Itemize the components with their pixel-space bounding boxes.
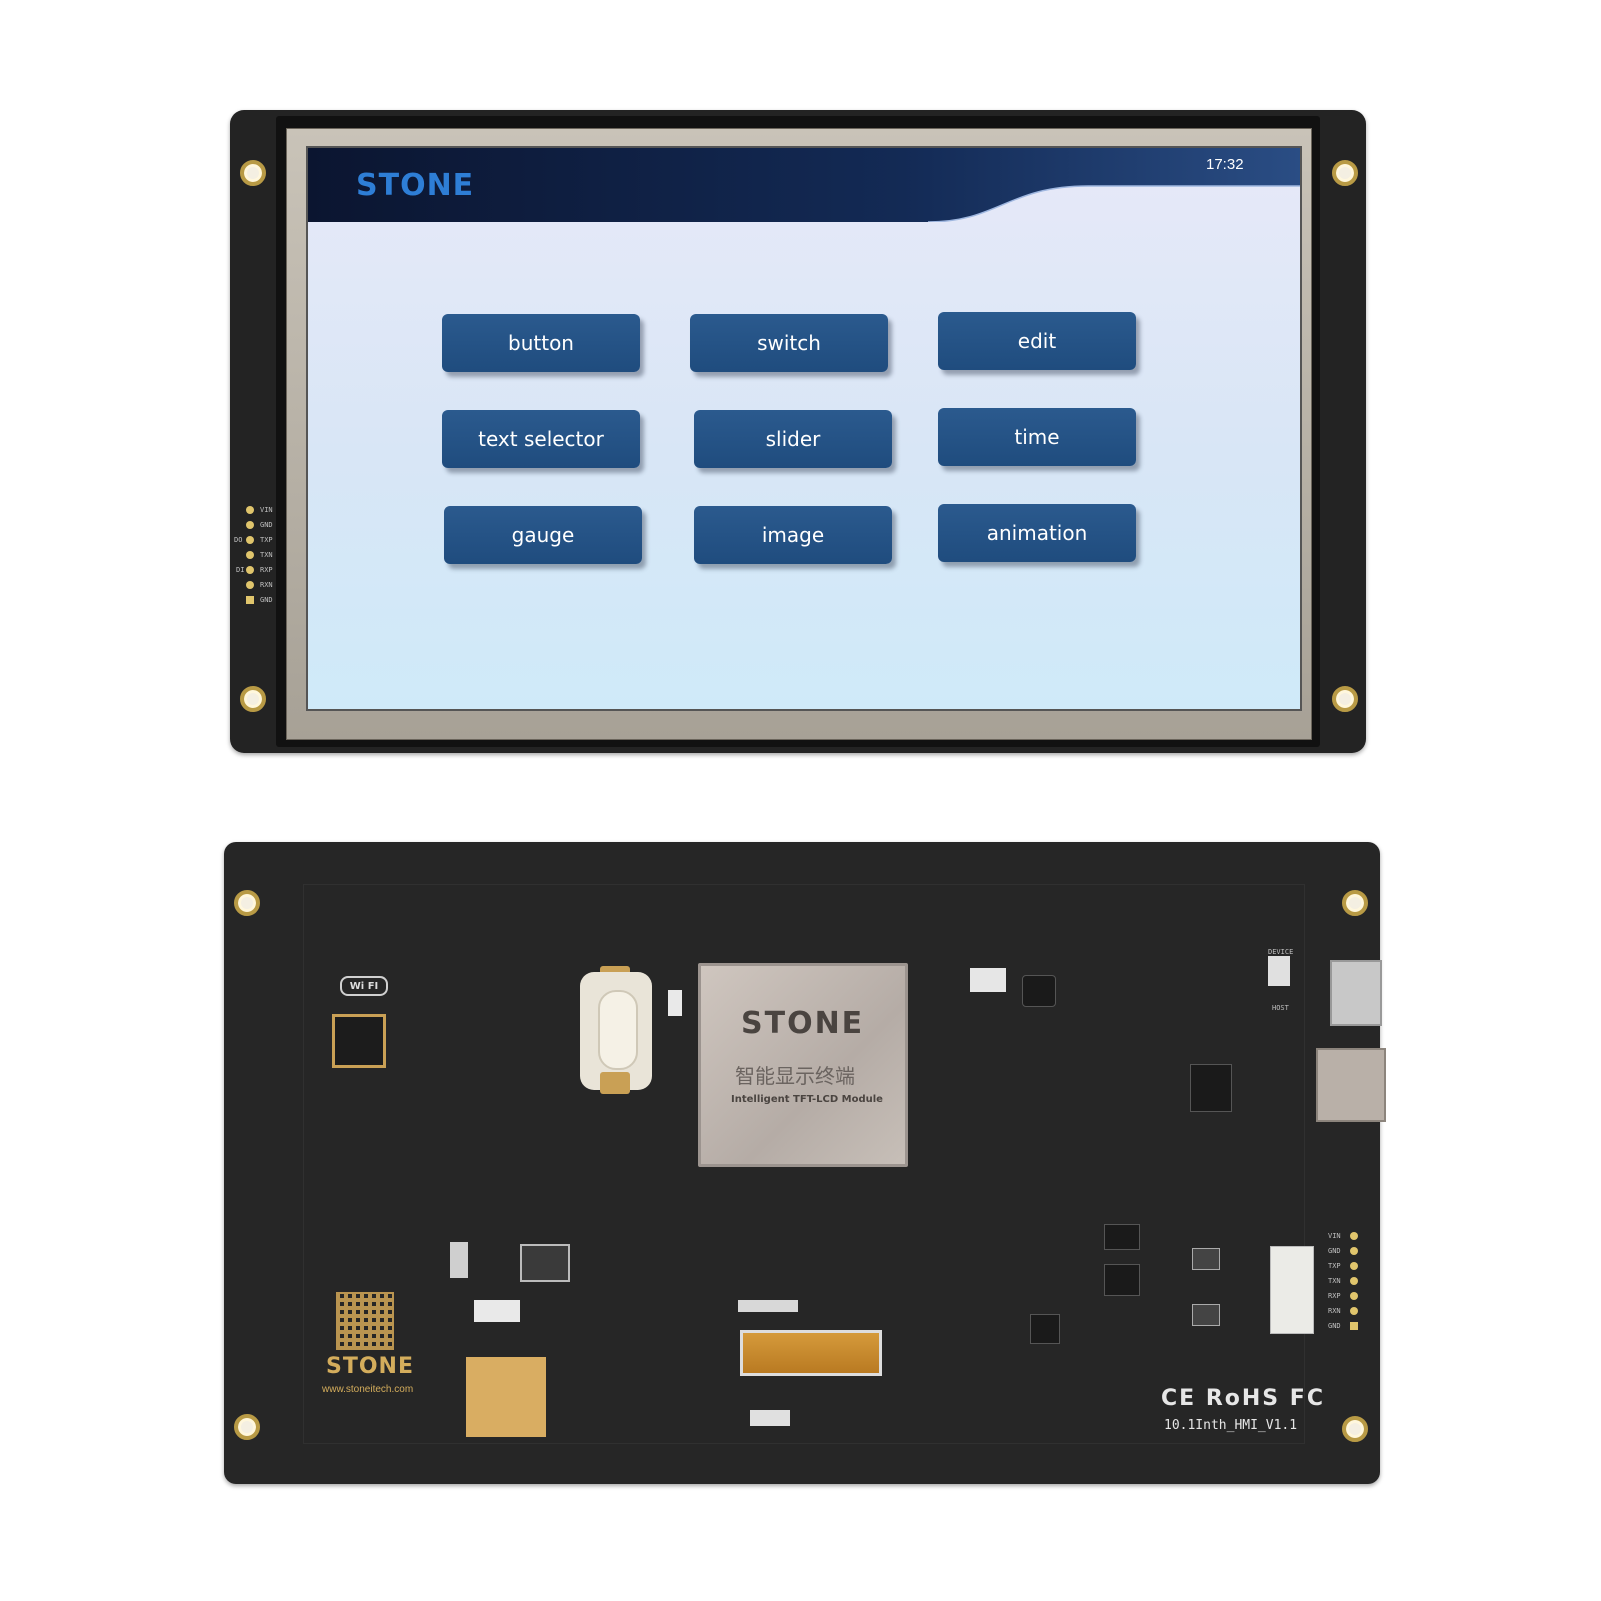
chip-brand-label: STONE xyxy=(741,1006,865,1041)
mount-hole-top-right xyxy=(1332,160,1358,186)
edit-demo-button[interactable]: edit xyxy=(938,312,1136,370)
pin-dot xyxy=(1350,1292,1358,1300)
pin-label: RXN xyxy=(1328,1307,1341,1315)
ic-chip xyxy=(1104,1264,1140,1296)
button-demo-button[interactable]: button xyxy=(442,314,640,372)
host-switch-label: HOST xyxy=(1272,1004,1289,1012)
smd-component xyxy=(1268,956,1290,986)
gauge-demo-button[interactable]: gauge xyxy=(444,506,642,564)
board-model-label: 10.1Inth_HMI_V1.1 xyxy=(1164,1418,1298,1433)
pin-group-label: DO xyxy=(234,536,243,544)
pin-dot xyxy=(246,596,254,604)
pin-dot xyxy=(1350,1247,1358,1255)
screen-clock: 17:32 xyxy=(1206,156,1244,173)
mount-hole-back-bottom-right xyxy=(1342,1416,1368,1442)
image-demo-button[interactable]: image xyxy=(694,506,892,564)
pin-dot xyxy=(1350,1262,1358,1270)
smd-component xyxy=(970,968,1006,992)
mount-hole-bottom-left xyxy=(240,686,266,712)
battery-clip-bottom xyxy=(600,1072,630,1094)
mount-hole-back-bottom-left xyxy=(234,1414,260,1440)
screen-brand-logo: STONE xyxy=(356,168,475,203)
wifi-label: Wi FI xyxy=(340,976,388,996)
device-switch-label: DEVICE xyxy=(1268,948,1294,956)
ic-chip xyxy=(1030,1314,1060,1344)
smd-component xyxy=(520,1244,570,1282)
pin-label: GND xyxy=(260,596,273,604)
pin-label: TXN xyxy=(1328,1277,1341,1285)
main-processor-chip: STONE 智能显示终端 Intelligent TFT-LCD Module xyxy=(698,963,908,1167)
gold-contact-pad xyxy=(466,1357,546,1437)
pin-label: RXP xyxy=(1328,1292,1341,1300)
smd-component xyxy=(450,1242,468,1278)
time-demo-button[interactable]: time xyxy=(938,408,1136,466)
pin-label: GND xyxy=(1328,1247,1341,1255)
pin-dot xyxy=(246,521,254,529)
pin-dot xyxy=(1350,1277,1358,1285)
back-brand-logo: STONE xyxy=(326,1354,414,1379)
text-selector-demo-button[interactable]: text selector xyxy=(442,410,640,468)
smd-component xyxy=(1192,1304,1220,1326)
smd-component xyxy=(1192,1248,1220,1270)
animation-demo-button[interactable]: animation xyxy=(938,504,1136,562)
pin-label: TXP xyxy=(1328,1262,1341,1270)
pin-dot xyxy=(1350,1307,1358,1315)
lcd-flex-connector xyxy=(740,1330,882,1376)
mount-hole-top-left xyxy=(240,160,266,186)
pin-dot xyxy=(1350,1322,1358,1330)
ic-chip xyxy=(1022,975,1056,1007)
sd-card-slot[interactable] xyxy=(1316,1048,1386,1122)
pin-label: RXN xyxy=(260,581,273,589)
qr-code xyxy=(336,1292,394,1350)
chip-english-label: Intelligent TFT-LCD Module xyxy=(731,1094,883,1105)
ic-chip xyxy=(1190,1064,1232,1112)
uart-connector[interactable] xyxy=(1270,1246,1314,1334)
pin-label: GND xyxy=(1328,1322,1341,1330)
slider-demo-button[interactable]: slider xyxy=(694,410,892,468)
pin-label: TXN xyxy=(260,551,273,559)
mount-hole-back-top-left xyxy=(234,890,260,916)
chip-chinese-label: 智能显示终端 xyxy=(735,1064,855,1088)
smd-component xyxy=(750,1410,790,1426)
pin-group-label: DI xyxy=(236,566,245,574)
rtc-battery-holder xyxy=(580,972,652,1090)
back-website-url: www.stoneitech.com xyxy=(322,1384,414,1395)
pin-label: VIN xyxy=(1328,1232,1341,1240)
pin-dot xyxy=(246,506,254,514)
smd-component xyxy=(668,990,682,1016)
pin-label: VIN xyxy=(260,506,273,514)
pin-label: GND xyxy=(260,521,273,529)
mount-hole-back-top-right xyxy=(1342,890,1368,916)
lcd-screen: STONE 17:32 button switch edit text sele… xyxy=(306,146,1302,711)
pin-dot xyxy=(246,551,254,559)
usb-port[interactable] xyxy=(1330,960,1382,1026)
pin-dot xyxy=(246,566,254,574)
mount-hole-bottom-right xyxy=(1332,686,1358,712)
pin-label: TXP xyxy=(260,536,273,544)
pin-label: RXP xyxy=(260,566,273,574)
back-pcb-outline xyxy=(303,884,1305,1444)
ic-chip xyxy=(1104,1224,1140,1250)
pin-dot xyxy=(246,536,254,544)
screen-header xyxy=(308,148,1300,222)
smd-component xyxy=(474,1300,520,1322)
pin-dot xyxy=(1350,1232,1358,1240)
certification-marks: CE RoHS FC xyxy=(1161,1386,1325,1411)
switch-demo-button[interactable]: switch xyxy=(690,314,888,372)
wifi-module-chip xyxy=(332,1014,386,1068)
pin-dot xyxy=(246,581,254,589)
smd-component xyxy=(738,1300,798,1312)
